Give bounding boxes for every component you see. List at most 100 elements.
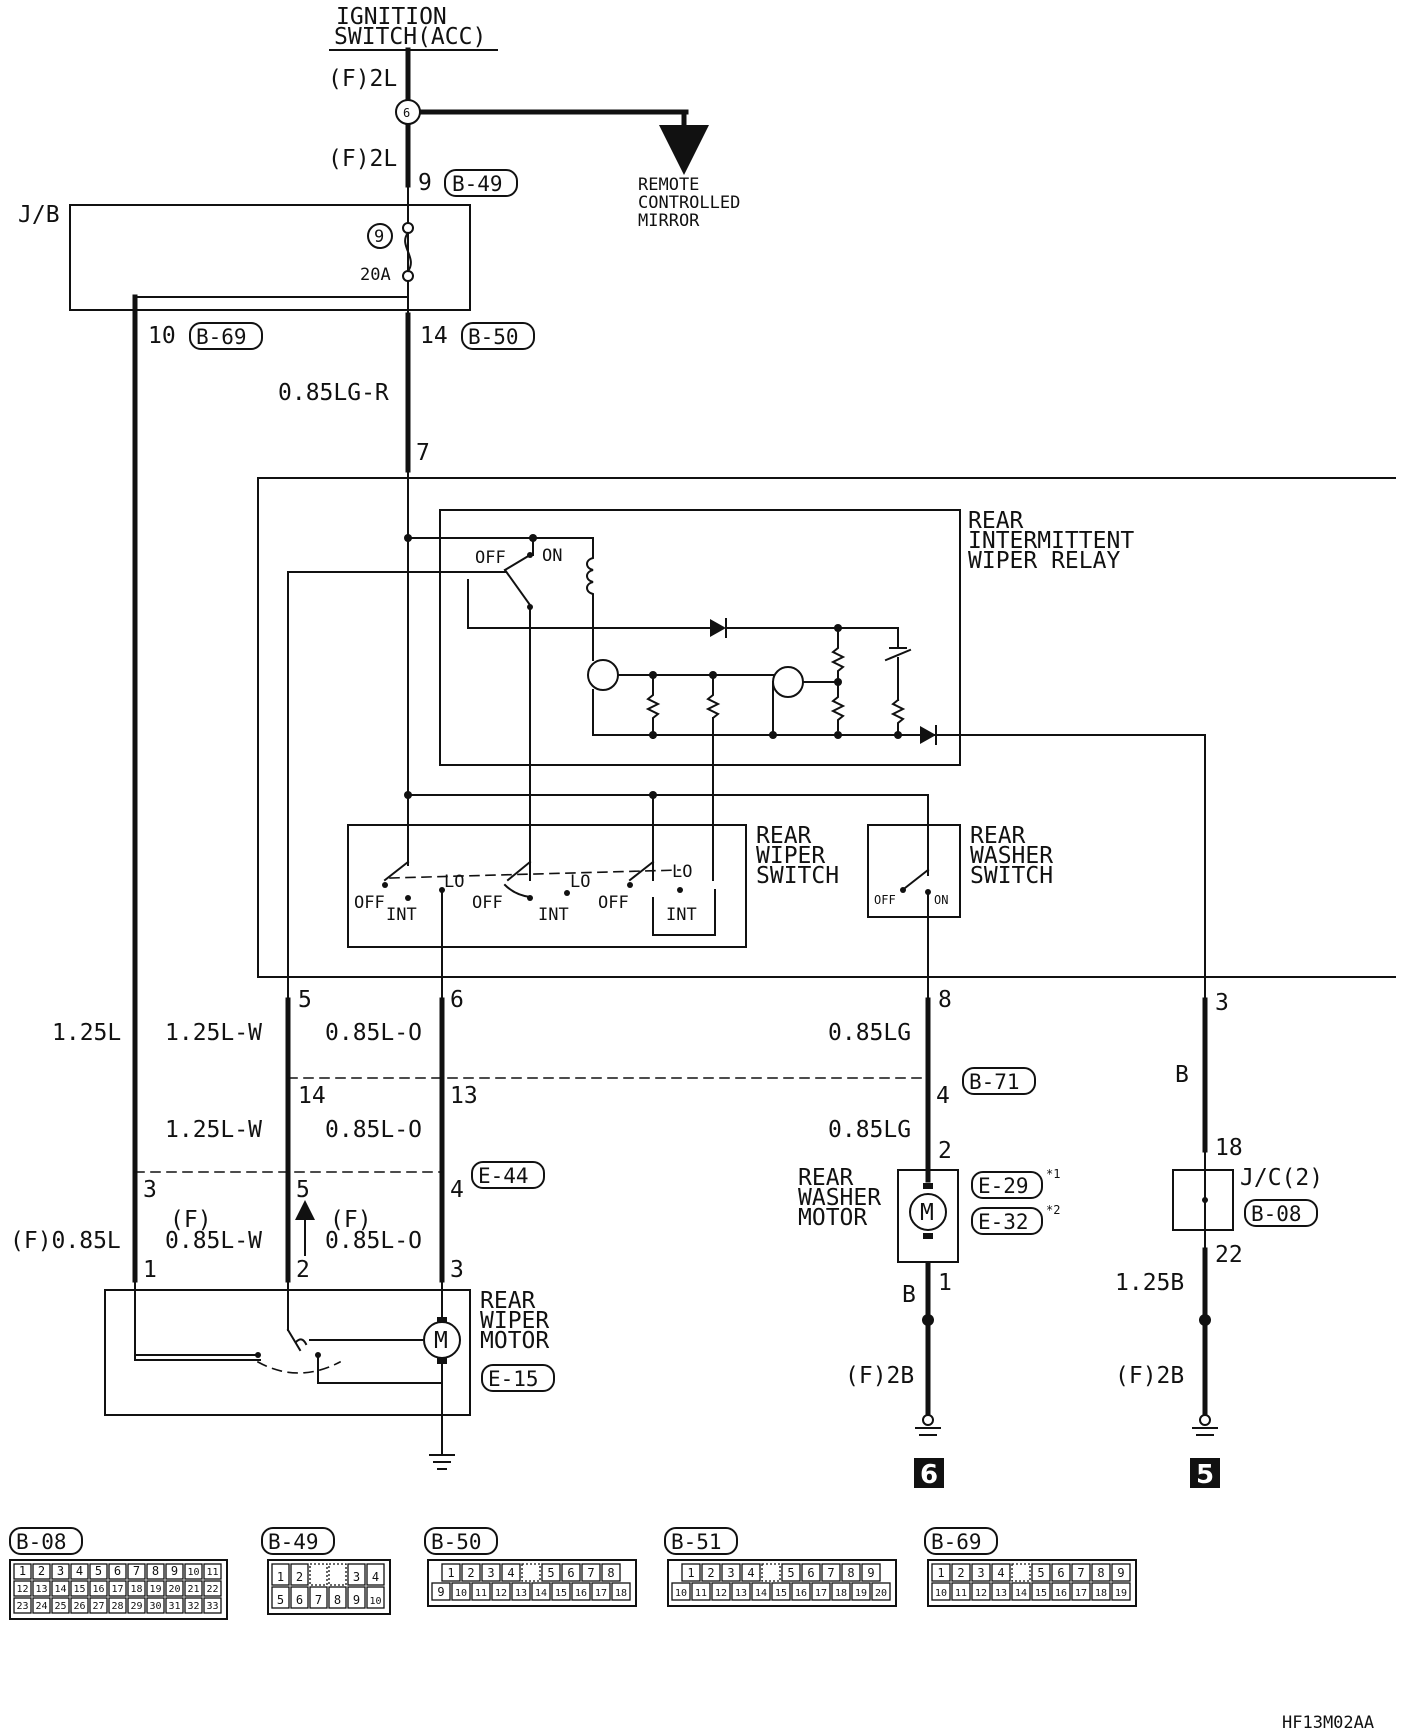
connector-b69-tag: B-69 (189, 322, 263, 350)
ignition-switch-label: IGNITION SWITCH(ACC) (329, 4, 498, 51)
connector-pin: 18 (835, 1588, 847, 1599)
svg-text:LO: LO (672, 862, 692, 882)
svg-text:REAR: REAR (480, 1288, 536, 1314)
connector-pin: 7 (315, 1593, 322, 1607)
svg-text:INT: INT (386, 905, 417, 925)
rear-wiper-switch: REAR WIPER SWITCH OFF INT LO OFF INT LO … (347, 823, 839, 1001)
connector-pin: 4 (372, 1570, 379, 1584)
connector-pin: 16 (795, 1588, 807, 1599)
connector-pin: 24 (35, 1601, 47, 1612)
wire-lo-upper: 0.85L-O (325, 1020, 422, 1046)
pin-4e: 4 (450, 1177, 464, 1203)
connector-pin: 5 (547, 1566, 554, 1580)
connector-pin: 19 (855, 1588, 867, 1599)
svg-text:WASHER: WASHER (798, 1185, 881, 1211)
svg-text:E-44: E-44 (478, 1164, 529, 1188)
connector-pin: 31 (168, 1601, 180, 1612)
connector-b49-tag: B-49 (444, 169, 518, 197)
wire-f2b-right: (F)2B (1115, 1363, 1184, 1389)
rear-intermittent-wiper-relay: REAR INTERMITTENT WIPER RELAY OFF ON (404, 508, 1206, 793)
connector-pin: 2 (38, 1564, 45, 1578)
connector-pin: 28 (111, 1601, 123, 1612)
connector-pin: 20 (168, 1584, 180, 1595)
connector-pin: 14 (1015, 1588, 1027, 1599)
connector-pin: 3 (353, 1570, 360, 1584)
svg-text:REAR: REAR (756, 823, 812, 849)
ground-symbol-washer (915, 1414, 941, 1436)
pin-14a: 14 (420, 323, 448, 349)
connector-pin: 9 (353, 1593, 360, 1607)
svg-text:INTERMITTENT: INTERMITTENT (968, 528, 1134, 554)
pin-5e: 5 (296, 1177, 310, 1203)
control-area-frame (257, 477, 1396, 978)
connector-view-name: B-69 (931, 1530, 982, 1554)
svg-text:E-32: E-32 (978, 1210, 1029, 1234)
pin-2m: 2 (296, 1257, 310, 1283)
pin-6: 6 (450, 987, 464, 1013)
connector-pin: 17 (595, 1588, 607, 1599)
connector-pin: 3 (727, 1566, 734, 1580)
ground-symbol-wiper (429, 1454, 455, 1470)
splice-6: 6 (395, 99, 709, 175)
svg-text:LO: LO (444, 872, 464, 892)
pin-1m: 1 (143, 1257, 157, 1283)
svg-text:REAR: REAR (798, 1165, 854, 1191)
rear-washer-switch: REAR WASHER SWITCH OFF ON (867, 823, 1053, 1001)
pin-13: 13 (450, 1083, 478, 1109)
pin-22: 22 (1215, 1242, 1243, 1268)
connector-pin: 13 (35, 1584, 47, 1595)
rear-washer-motor: REAR WASHER MOTOR M E-29 *1 E-32 *2 (798, 1165, 1060, 1263)
wire-lg-r: 0.85LG-R (278, 380, 389, 406)
connector-pin: 16 (92, 1584, 104, 1595)
pin-7: 7 (416, 440, 430, 466)
connector-pin: 5 (277, 1593, 284, 1607)
svg-text:OFF: OFF (475, 548, 506, 568)
connector-pin: 7 (827, 1566, 834, 1580)
connector-pin: 12 (16, 1584, 28, 1595)
svg-text:WASHER: WASHER (970, 843, 1053, 869)
connector-pin: 8 (607, 1566, 614, 1580)
connector-pin: 15 (1035, 1588, 1047, 1599)
svg-text:B-49: B-49 (452, 172, 503, 196)
connector-pin: 13 (735, 1588, 747, 1599)
svg-text:M: M (434, 1328, 448, 1354)
connector-pin: 32 (187, 1601, 199, 1612)
connector-pin: 2 (957, 1566, 964, 1580)
connector-pin: 11 (475, 1588, 487, 1599)
connector-pin: 4 (997, 1566, 1004, 1580)
connector-pin: 7 (133, 1564, 140, 1578)
connector-pin: 16 (1055, 1588, 1067, 1599)
connector-pin: 16 (575, 1588, 587, 1599)
connector-pin: 6 (567, 1566, 574, 1580)
svg-text:6: 6 (920, 1460, 938, 1490)
junction-block: J/B 9 20A (18, 202, 471, 311)
ground-symbol-jc (1192, 1414, 1218, 1436)
wire-f2l-top: (F)2L (328, 66, 397, 92)
connector-pin: 4 (747, 1566, 754, 1580)
connector-pin: 14 (755, 1588, 767, 1599)
connector-pin: 4 (507, 1566, 514, 1580)
svg-text:MIRROR: MIRROR (638, 211, 700, 231)
connector-view-name: B-51 (671, 1530, 722, 1554)
svg-text:*1: *1 (1046, 1167, 1060, 1181)
wire-lo-bottom: 0.85L-O (325, 1228, 422, 1254)
connector-pin: 6 (1057, 1566, 1064, 1580)
connector-view-name: B-08 (16, 1530, 67, 1554)
wire-f-o: (F) (330, 1207, 372, 1233)
rear-wiper-motor: REAR WIPER MOTOR E-15 M (104, 1279, 555, 1456)
svg-text:M: M (920, 1200, 934, 1226)
connector-pin: 12 (715, 1588, 727, 1599)
connector-pin: 11 (206, 1567, 218, 1578)
connector-pin: 9 (867, 1566, 874, 1580)
connector-pin: 13 (515, 1588, 527, 1599)
svg-text:ON: ON (934, 893, 948, 907)
connector-pin: 20 (875, 1588, 887, 1599)
connector-pin: 13 (995, 1588, 1007, 1599)
svg-text:ON: ON (542, 546, 562, 566)
